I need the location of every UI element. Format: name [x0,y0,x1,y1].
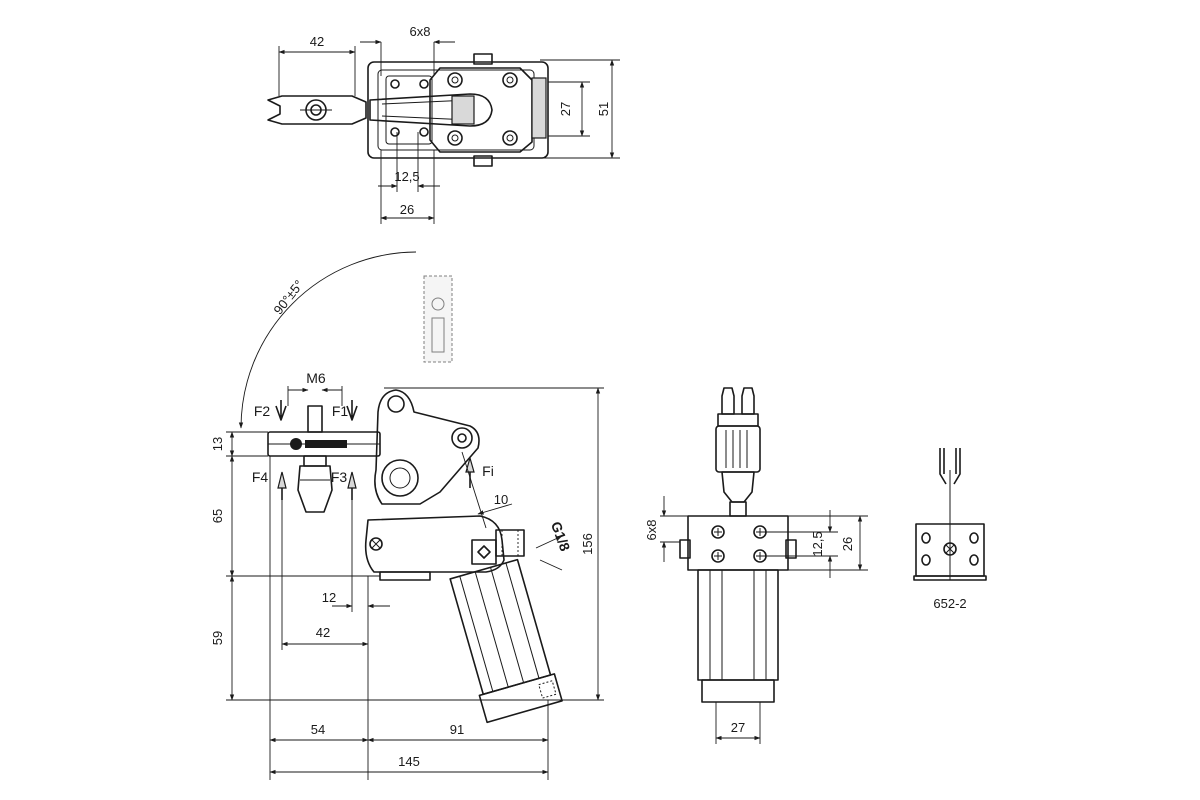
dim-54: 54 [311,722,325,737]
dim-156: 156 [580,533,595,555]
force-f1: F1 [332,403,349,419]
top-dim-42: 42 [310,34,324,49]
force-f2: F2 [254,403,271,419]
side-view-dimensions [226,386,604,780]
opened-arm-ghost [423,275,453,363]
dim-59: 59 [210,631,225,645]
variant-label: 652-2 [933,596,966,611]
top-view: 42 6x8 51 27 12,5 26 [267,24,620,224]
dim-91: 91 [450,722,464,737]
front-dim-12-5: 12,5 [810,531,825,556]
dim-12: 12 [322,590,336,605]
top-dim-27: 27 [558,102,573,116]
front-view-dimensions [660,496,868,744]
dim-145: 145 [398,754,420,769]
top-dim-12-5: 12,5 [394,169,419,184]
top-view-body [267,53,549,167]
top-dim-26: 26 [400,202,414,217]
dim-10: 10 [494,492,508,507]
top-dim-51: 51 [596,102,611,116]
force-fi: Fi [482,463,494,479]
front-dim-hole: 6x8 [644,520,659,541]
force-arrows [275,400,475,500]
clamp-body [267,389,563,724]
dim-65: 65 [210,509,225,523]
front-view-body [679,387,797,703]
angle-label: 90°±5° [270,277,306,317]
front-dim-27: 27 [731,720,745,735]
front-dim-26: 26 [840,537,855,551]
side-view: 90°±5° [210,251,604,780]
top-dim-hole: 6x8 [410,24,431,39]
force-f3: F3 [331,469,348,485]
thread-label: M6 [306,370,326,386]
brand-logo [290,438,347,450]
swing-arc [238,251,417,429]
top-view-dimensions [278,39,620,224]
front-view: 6x8 12,5 26 27 [644,387,868,744]
port-label: G1/8 [548,519,573,553]
dim-13: 13 [210,437,225,451]
variant-652-2: 652-2 [913,448,987,611]
force-f4: F4 [252,469,269,485]
dim-42: 42 [316,625,330,640]
